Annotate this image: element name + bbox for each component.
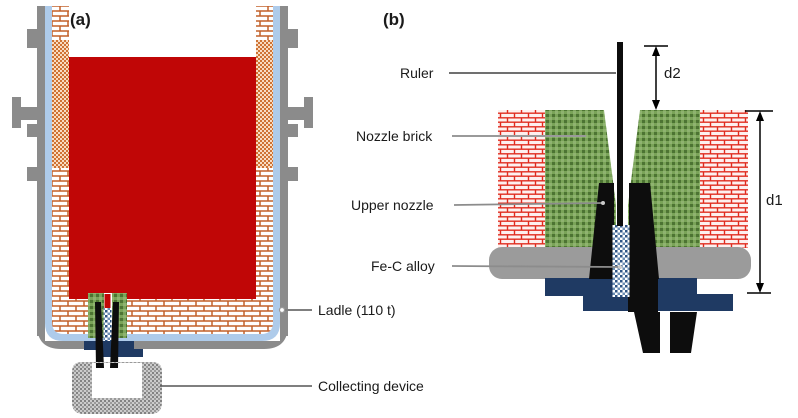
leader-upper-nozzle-dot	[601, 201, 605, 205]
nozzle-a-right	[110, 302, 119, 368]
ruler-bar	[617, 42, 623, 226]
leader-ladle-dot	[278, 306, 286, 314]
label-ladle: Ladle (110 t)	[318, 302, 396, 318]
label-upper-nozzle: Upper nozzle	[351, 197, 434, 213]
lower-nozzle-right	[670, 312, 697, 353]
label-d2: d2	[664, 65, 681, 82]
panel-a-tag: (a)	[70, 10, 91, 29]
ladle-lining-stipple-left	[52, 40, 69, 168]
ladle-shell-wall-right	[280, 6, 288, 336]
well-brick-red-right	[700, 110, 748, 248]
fec-alloy-b	[612, 225, 630, 297]
well-brick-red-left	[498, 110, 545, 248]
slide-gate-plate-a-lower	[96, 349, 143, 357]
d2-arrowhead-bottom	[652, 100, 660, 110]
panel-b-tag: (b)	[383, 10, 405, 29]
collecting-device	[72, 362, 162, 414]
trunnion-left	[12, 29, 38, 181]
ladle-lining-stipple-right	[256, 40, 273, 168]
leader-upper-nozzle	[453, 202, 604, 206]
panel-a-ladle	[12, 6, 313, 414]
label-ruler: Ruler	[400, 65, 434, 81]
nozzle-through-piece	[628, 279, 658, 312]
label-fec-alloy: Fe-C alloy	[371, 258, 435, 274]
leader-fec-dot	[618, 265, 622, 269]
label-collecting: Collecting device	[318, 378, 424, 394]
melt-in-bore	[104, 294, 111, 310]
dimension-d1	[745, 110, 773, 294]
molten-steel	[69, 57, 256, 299]
label-nozzle-brick: Nozzle brick	[356, 128, 433, 144]
d1-arrowhead-top	[756, 111, 764, 121]
lower-nozzle-left	[634, 312, 660, 353]
leader-fec	[451, 265, 621, 268]
d2-arrowhead-top	[652, 46, 660, 56]
nozzle-a-left	[95, 302, 104, 368]
d1-arrowhead-bottom	[756, 283, 764, 293]
slide-gate-plate-a-upper	[84, 341, 134, 350]
trunnion-right	[287, 29, 313, 181]
upper-nozzle-left	[589, 183, 614, 279]
upper-nozzle-right	[629, 183, 659, 279]
label-d1: d1	[766, 192, 783, 209]
ladle-shell-wall-left	[37, 6, 45, 336]
panel-b-nozzle-detail	[449, 42, 773, 353]
ladle-headspace	[69, 6, 256, 57]
fec-alloy-a	[103, 308, 112, 342]
